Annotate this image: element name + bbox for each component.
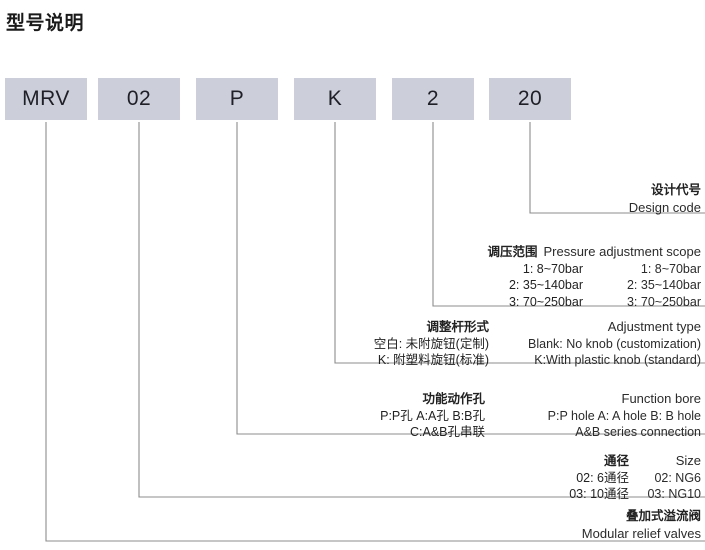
adjustment-en-value-2: K:With plastic knob (standard) bbox=[534, 353, 701, 367]
annotation-size: 通径 Size 02: 6通径 02: NG6 03: 10通径 03: NG1… bbox=[544, 452, 701, 503]
pressure-en-value-1: 1: 8~70bar bbox=[640, 261, 701, 276]
annotation-adjustment-type: 调整杆形式 Adjustment type 空白: 未附旋钮(定制) Blank… bbox=[304, 318, 701, 369]
pressure-en-value-3: 3: 70~250bar bbox=[626, 294, 701, 309]
bore-cn-title: 功能动作孔 bbox=[422, 392, 485, 406]
product-en-title: Modular relief valves bbox=[581, 525, 701, 541]
annotation-function-bore: 功能动作孔 Function bore P:P孔 A:A孔 B:B孔 P:P h… bbox=[310, 390, 701, 441]
code-box-6: 20 bbox=[489, 78, 571, 120]
bore-en-value-1: P:P hole A: A hole B: B hole bbox=[547, 408, 701, 423]
product-cn-title: 叠加式溢流阀 bbox=[625, 509, 701, 523]
code-box-4: K bbox=[294, 78, 376, 120]
size-cn-title: 通径 bbox=[603, 454, 629, 468]
code-box-3: P bbox=[196, 78, 278, 120]
annotation-product-name: 叠加式溢流阀 Modular relief valves bbox=[582, 508, 701, 542]
bore-en-title: Function bore bbox=[621, 391, 702, 406]
pressure-cn-value-1: 1: 8~70bar bbox=[522, 261, 583, 276]
size-en-title: Size bbox=[675, 453, 701, 468]
size-en-value-1: 02: NG6 bbox=[654, 470, 701, 485]
pressure-cn-value-3: 3: 70~250bar bbox=[508, 294, 583, 309]
code-box-2: 02 bbox=[98, 78, 180, 120]
bore-cn-value-1: P:P孔 A:A孔 B:B孔 bbox=[380, 408, 485, 423]
pressure-en-value-2: 2: 35~140bar bbox=[626, 278, 701, 292]
design-code-en-title: Design code bbox=[628, 199, 701, 215]
pressure-en-title: Pressure adjustment scope bbox=[543, 244, 701, 259]
adjustment-cn-title: 调整杆形式 bbox=[426, 320, 489, 334]
bore-en-value-2: A&B series connection bbox=[575, 425, 701, 439]
bore-cn-value-2: C:A&B孔串联 bbox=[409, 425, 485, 439]
pressure-cn-value-2: 2: 35~140bar bbox=[508, 278, 583, 292]
design-code-cn-title: 设计代号 bbox=[650, 183, 701, 197]
code-box-1: MRV bbox=[5, 78, 87, 120]
size-cn-value-1: 02: 6通径 bbox=[576, 470, 629, 485]
annotation-pressure-scope: 调压范围 Pressure adjustment scope 1: 8~70ba… bbox=[413, 243, 701, 310]
adjustment-cn-value-2: K: 附塑料旋钮(标准) bbox=[377, 353, 489, 367]
annotation-design-code: 设计代号 Design code bbox=[629, 182, 701, 216]
adjustment-en-title: Adjustment type bbox=[607, 319, 701, 334]
adjustment-en-value-1: Blank: No knob (customization) bbox=[528, 336, 701, 351]
pressure-cn-title: 调压范围 bbox=[487, 245, 538, 259]
size-cn-value-2: 03: 10通径 bbox=[569, 487, 629, 501]
page-title: 型号说明 bbox=[6, 13, 85, 34]
size-en-value-2: 03: NG10 bbox=[647, 487, 701, 501]
adjustment-cn-value-1: 空白: 未附旋钮(定制) bbox=[373, 336, 489, 351]
code-box-5: 2 bbox=[392, 78, 474, 120]
